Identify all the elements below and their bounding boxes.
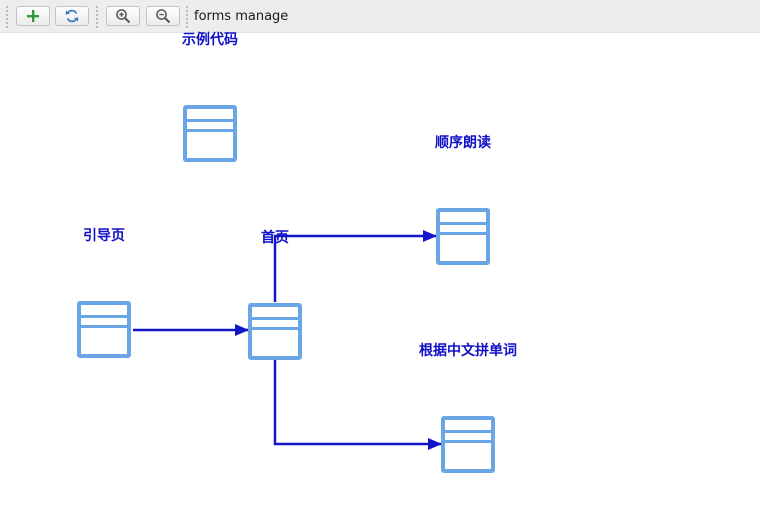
- forms-diagram-canvas: 示例代码 引导页 首页 顺序朗读 根据中文拼单词: [0, 32, 760, 509]
- zoom-out-icon: [156, 9, 171, 24]
- form-window-icon: [183, 105, 237, 162]
- form-node-label: 顺序朗读: [435, 135, 491, 151]
- edge-home-to-sequential-read: [273, 230, 437, 302]
- form-node-label: 根据中文拼单词: [419, 343, 517, 359]
- form-window-icon: [436, 208, 490, 265]
- form-node-label: 示例代码: [182, 32, 238, 48]
- form-node-label: 首页: [261, 230, 289, 246]
- toolbar-separator: [96, 6, 98, 28]
- add-button[interactable]: [16, 6, 50, 26]
- plus-icon: [27, 10, 39, 22]
- toolbar: forms manage: [0, 0, 760, 33]
- toolbar-separator: [6, 6, 8, 28]
- form-window-icon: [248, 303, 302, 360]
- refresh-icon: [65, 9, 79, 23]
- edges-layer: [133, 230, 442, 450]
- edge-home-to-spell: [273, 359, 442, 450]
- refresh-button[interactable]: [55, 6, 89, 26]
- zoom-out-button[interactable]: [146, 6, 180, 26]
- window-title: forms manage: [194, 9, 289, 24]
- form-window-icon: [441, 416, 495, 473]
- toolbar-separator: [186, 6, 188, 28]
- form-window-icon: [77, 301, 131, 358]
- zoom-in-button[interactable]: [106, 6, 140, 26]
- zoom-in-icon: [116, 9, 131, 24]
- form-node-label: 引导页: [83, 228, 125, 244]
